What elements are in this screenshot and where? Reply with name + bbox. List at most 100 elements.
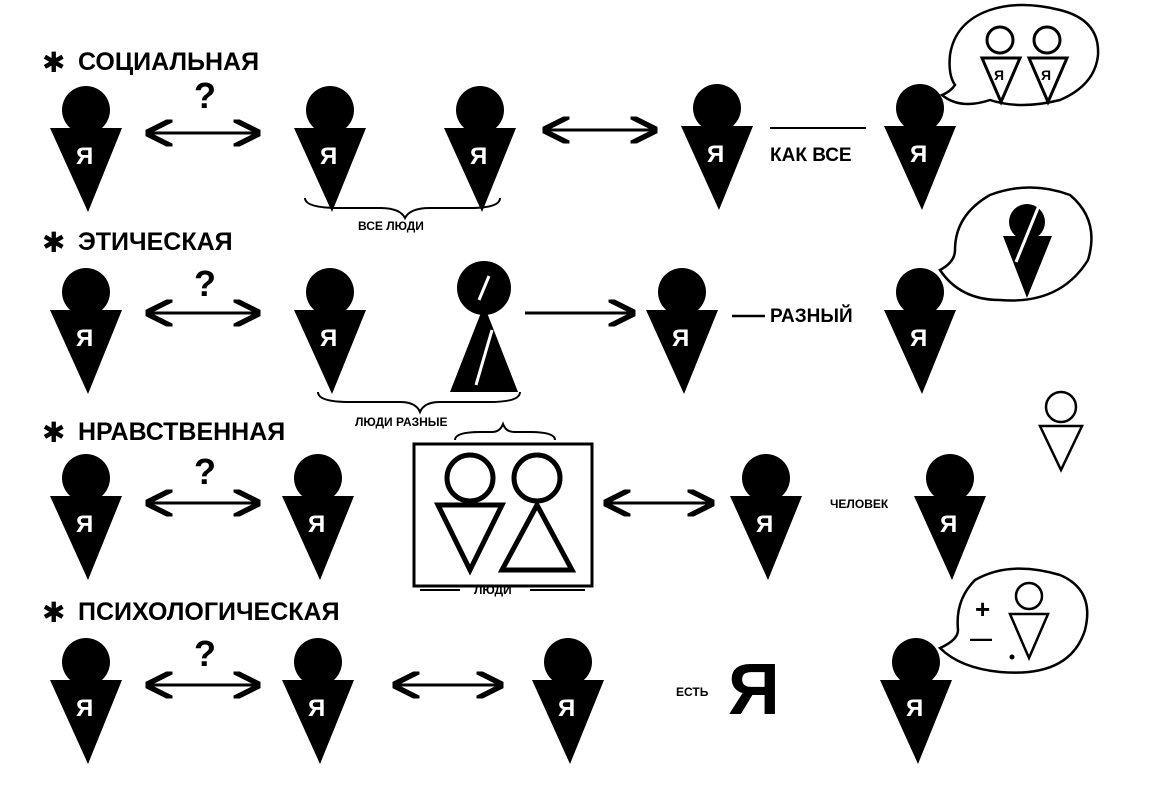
person-body xyxy=(50,496,122,580)
person-head xyxy=(294,454,342,502)
section-title: ЭТИЧЕСКАЯ xyxy=(78,228,233,256)
person-letter: Я xyxy=(707,141,724,168)
person-letter: Я xyxy=(994,67,1004,83)
big-letter: Я xyxy=(728,650,780,730)
result-label: РАЗНЫЙ xyxy=(770,305,853,327)
person-body xyxy=(646,310,718,394)
section-social: ✱ СОЦИАЛЬНАЯ ? КАК ВСЕ ВСЕ ЛЮДИ Я Я xyxy=(42,3,1100,233)
person-figure: Я xyxy=(884,84,956,210)
person-head-outline xyxy=(444,452,496,504)
brace xyxy=(317,391,521,415)
person-head xyxy=(62,638,110,686)
person-figure: Я xyxy=(532,638,604,764)
person-body xyxy=(50,680,122,764)
section-star-icon: ✱ xyxy=(42,227,65,258)
person-head xyxy=(892,638,940,686)
person-head xyxy=(926,454,974,502)
slash-mark xyxy=(474,329,494,386)
section-star-icon: ✱ xyxy=(42,47,65,78)
section-star-icon: ✱ xyxy=(42,597,65,628)
person-body-outline xyxy=(1008,612,1050,662)
person-body-outline xyxy=(1026,56,1070,106)
section-psychological: ✱ ПСИХОЛОГИЧЕСКАЯ ? ЕСТЬ Я + — xyxy=(42,567,1089,730)
person-body-outline xyxy=(1038,424,1084,473)
person-head-outline xyxy=(1032,25,1062,55)
brace-label: ВСЕ ЛЮДИ xyxy=(358,219,424,233)
section-title: ПСИХОЛОГИЧЕСКАЯ xyxy=(78,598,340,626)
person-figure: Я xyxy=(681,84,753,210)
person-head xyxy=(62,454,110,502)
person-figure: Я xyxy=(50,86,122,212)
person-body xyxy=(681,126,753,210)
brace xyxy=(454,421,556,441)
person-body xyxy=(444,128,516,212)
person-body xyxy=(50,128,122,212)
person-head xyxy=(456,86,504,134)
person-figure: Я xyxy=(50,268,122,394)
result-label: ЧЕЛОВЕК xyxy=(830,497,889,511)
person-letter: Я xyxy=(558,695,575,722)
person-letter: Я xyxy=(672,325,689,352)
other-person-body xyxy=(450,305,518,392)
person-body xyxy=(730,496,802,580)
person-head xyxy=(306,86,354,134)
box-label: ЛЮДИ xyxy=(474,583,512,597)
person-figure: Я xyxy=(444,86,516,212)
person-figure: Я xyxy=(914,454,986,580)
speech-bubble xyxy=(939,3,1100,107)
person-head-outline xyxy=(1014,581,1044,611)
person-head-outline xyxy=(985,25,1015,55)
person-figure: Я xyxy=(880,638,952,764)
question-mark: ? xyxy=(194,633,216,674)
person-body xyxy=(532,680,604,764)
person-figure: Я xyxy=(50,638,122,764)
person-head-outline xyxy=(1044,390,1078,424)
person-head xyxy=(896,268,944,316)
person-head xyxy=(693,84,741,132)
person-letter: Я xyxy=(910,325,927,352)
person-head xyxy=(62,268,110,316)
section-title: СОЦИАЛЬНАЯ xyxy=(78,48,259,76)
plus-sign: + xyxy=(975,594,990,624)
person-body-outline xyxy=(433,502,507,576)
person-figure: Я xyxy=(884,268,956,394)
person-head xyxy=(896,84,944,132)
person-head xyxy=(62,86,110,134)
person-figure: Я xyxy=(646,268,718,394)
question-mark: ? xyxy=(194,451,216,492)
person-head xyxy=(658,268,706,316)
person-body xyxy=(282,680,354,764)
person-body xyxy=(880,680,952,764)
section-title: НРАВСТВЕННАЯ xyxy=(78,418,285,446)
question-mark: ? xyxy=(194,75,216,116)
person-letter: Я xyxy=(320,325,337,352)
person-body xyxy=(1003,236,1052,298)
person-letter: Я xyxy=(76,325,93,352)
person-letter: Я xyxy=(470,143,487,170)
slash-mark xyxy=(477,275,491,301)
person-letter: Я xyxy=(756,511,773,538)
person-body-outline xyxy=(497,499,577,573)
person-figure: Я xyxy=(730,454,802,580)
person-body xyxy=(884,126,956,210)
person-body xyxy=(282,496,354,580)
person-figure: Я xyxy=(294,268,366,394)
person-letter: Я xyxy=(308,695,325,722)
person-head xyxy=(306,268,354,316)
slash-mark xyxy=(1014,202,1042,263)
person-body xyxy=(914,496,986,580)
person-body xyxy=(884,310,956,394)
question-mark: ? xyxy=(194,263,216,304)
person-head xyxy=(544,638,592,686)
person-body-outline xyxy=(979,56,1023,106)
person-letter: Я xyxy=(76,143,93,170)
person-letter: Я xyxy=(940,511,957,538)
person-figure: Я xyxy=(50,454,122,580)
person-head-outline xyxy=(511,452,563,504)
brace-label: ЛЮДИ РАЗНЫЕ xyxy=(355,415,448,429)
result-label: ЕСТЬ xyxy=(676,685,709,699)
person-figure: Я xyxy=(294,86,366,212)
person-body xyxy=(50,310,122,394)
